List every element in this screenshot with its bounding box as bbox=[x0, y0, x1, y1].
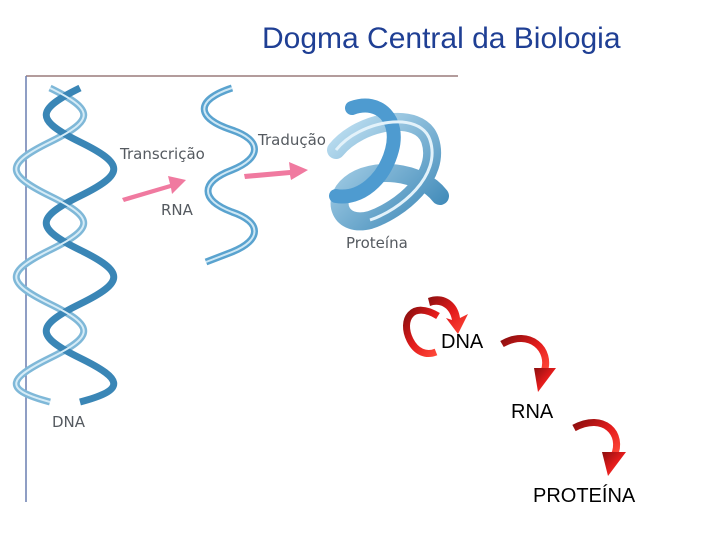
flow-step-dna: DNA bbox=[441, 331, 484, 353]
rna-strand-icon bbox=[200, 84, 258, 266]
label-rna: RNA bbox=[161, 201, 193, 219]
label-dna: DNA bbox=[52, 413, 86, 431]
dna-to-rna-arrow-icon bbox=[500, 335, 556, 392]
dna-helix-icon bbox=[13, 84, 117, 406]
rna-to-protein-arrow-icon bbox=[572, 419, 626, 476]
transcription-arrow-icon bbox=[122, 176, 186, 202]
translation-arrow-icon bbox=[244, 162, 308, 180]
dna-self-replication-arrow-icon bbox=[403, 296, 468, 357]
label-transcription: Transcrição bbox=[120, 145, 205, 163]
flow-step-rna: RNA bbox=[511, 401, 554, 423]
label-protein: Proteína bbox=[346, 234, 408, 252]
label-translation: Tradução bbox=[258, 131, 326, 149]
slide-title: Dogma Central da Biologia bbox=[262, 22, 621, 55]
flow-step-protein: PROTEÍNA bbox=[533, 485, 636, 507]
protein-ribbon-icon bbox=[327, 98, 449, 231]
